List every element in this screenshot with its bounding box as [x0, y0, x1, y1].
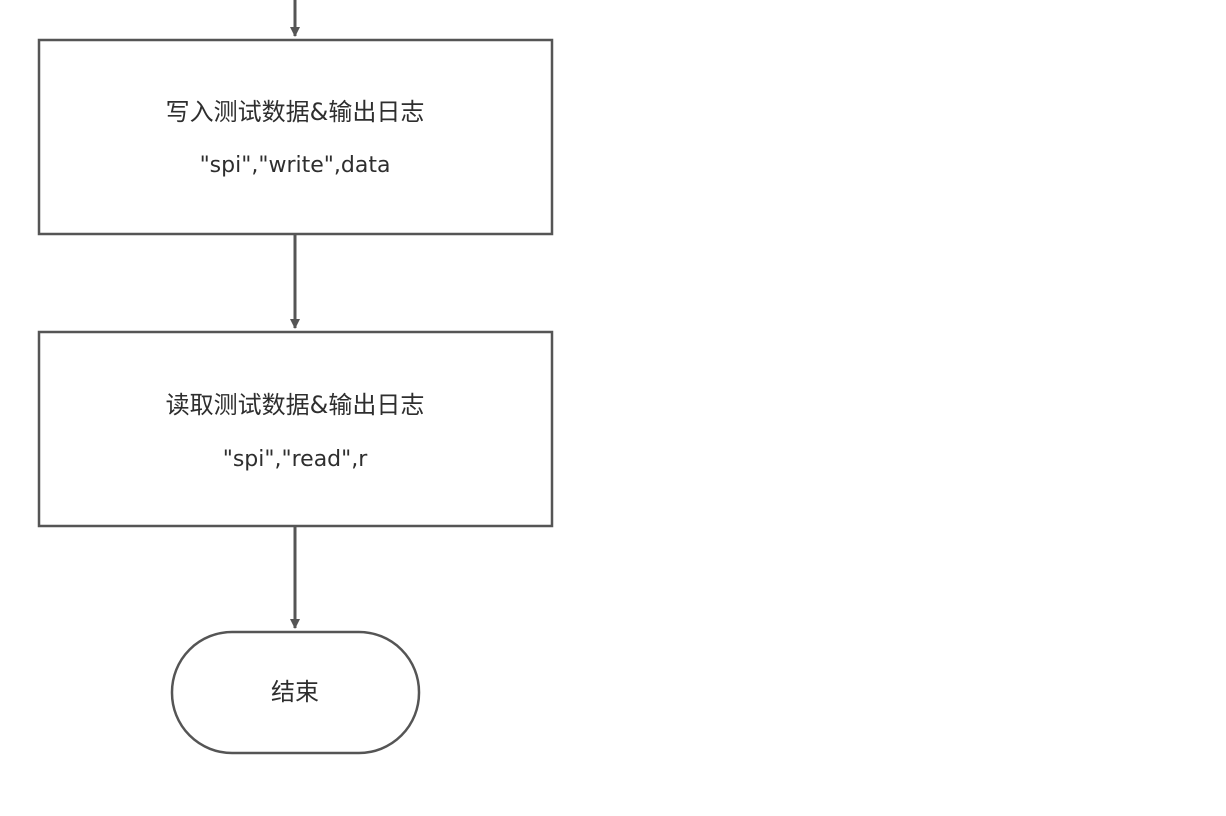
process-detail: "spi","read",r — [223, 447, 369, 472]
terminator-end: 结束 — [170, 630, 421, 755]
terminator-label: 结束 — [271, 678, 319, 706]
process-title: 读取测试数据&输出日志 — [166, 391, 425, 419]
process-box — [37, 330, 554, 528]
process-write-data: 写入测试数据&输出日志 "spi","write",data — [37, 38, 554, 236]
process-read-data: 读取测试数据&输出日志 "spi","read",r — [37, 330, 554, 528]
process-box — [37, 38, 554, 236]
terminator-shape — [170, 630, 421, 755]
process-detail: "spi","write",data — [200, 153, 391, 178]
process-title: 写入测试数据&输出日志 — [166, 98, 425, 126]
